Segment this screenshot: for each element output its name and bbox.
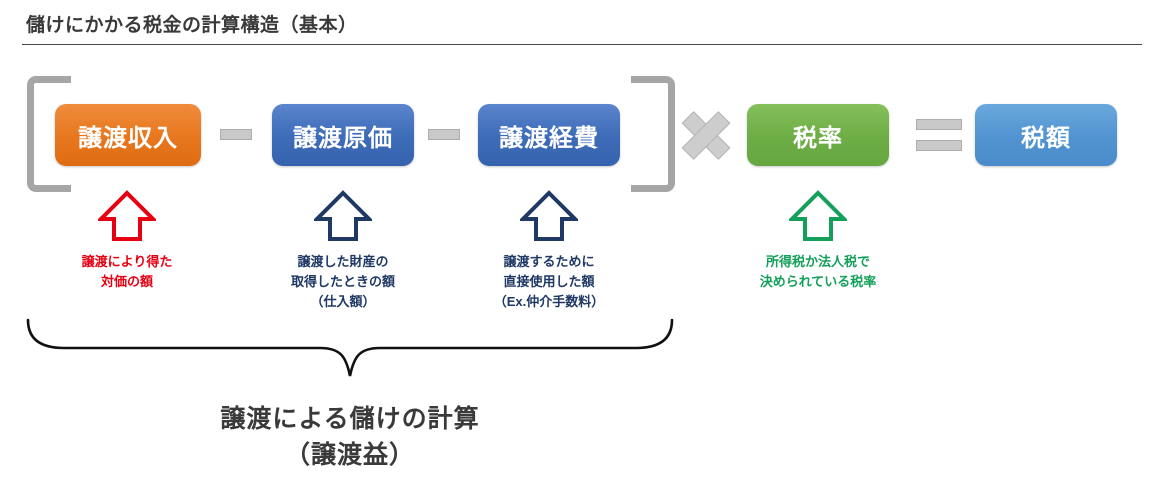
- up-arrow-icon-rate: [789, 190, 847, 242]
- caption-tax-rate: 所得税か法人税で 決められている税率: [759, 254, 877, 290]
- box-transfer-expense[interactable]: 譲渡経費: [478, 104, 620, 166]
- page-title: 儲けにかかる税金の計算構造（基本）: [26, 15, 358, 36]
- equals-operator-icon: [916, 119, 962, 151]
- bottom-curly-brace: [24, 318, 676, 380]
- minus-operator-icon-2: [428, 129, 460, 140]
- caption-transfer-expense: 譲渡するために 直接使用した額 （Ex.仲介手数料）: [493, 254, 605, 310]
- box-transfer-cost[interactable]: 譲渡原価: [272, 104, 414, 166]
- equals-bar-top: [916, 119, 962, 130]
- minus-operator-icon-1: [220, 129, 252, 140]
- right-square-bracket: [631, 76, 675, 192]
- summary-caption: 譲渡による儲けの計算 （譲渡益）: [220, 405, 480, 469]
- up-arrow-icon-expense: [520, 190, 578, 242]
- title-divider: [22, 44, 1142, 45]
- box-tax-amount[interactable]: 税額: [975, 104, 1117, 166]
- equals-bar-bottom: [916, 140, 962, 151]
- up-arrow-icon-cost: [314, 190, 372, 242]
- up-arrow-icon-income: [98, 190, 156, 242]
- box-tax-rate[interactable]: 税率: [747, 104, 889, 166]
- left-square-bracket: [27, 76, 71, 192]
- caption-transfer-income: 譲渡により得た 対価の額: [81, 254, 173, 290]
- caption-transfer-cost: 譲渡した財産の 取得したときの額 （仕入額）: [290, 254, 395, 310]
- box-transfer-income[interactable]: 譲渡収入: [55, 104, 201, 166]
- multiply-operator-icon: [681, 110, 731, 160]
